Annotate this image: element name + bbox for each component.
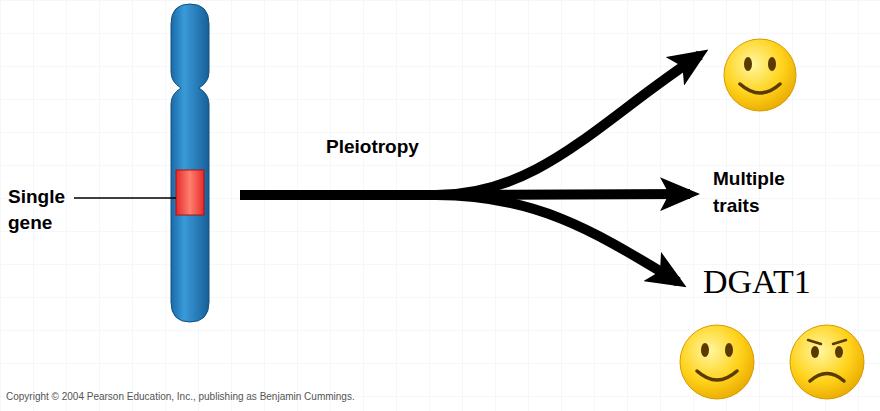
chromosome (171, 4, 209, 322)
branching-arrow (240, 55, 700, 282)
gene-name: DGAT1 (703, 262, 811, 301)
process-label: Pleiotropy (326, 136, 419, 159)
leader-line (74, 197, 176, 199)
gene-label: Single gene (8, 184, 70, 235)
sad-face (790, 325, 864, 399)
happy-face (724, 39, 796, 111)
traits-label: Multiple traits (713, 166, 797, 219)
happy-face (680, 325, 754, 399)
copyright-note: Copyright © 2004 Pearson Education, Inc.… (6, 391, 355, 403)
